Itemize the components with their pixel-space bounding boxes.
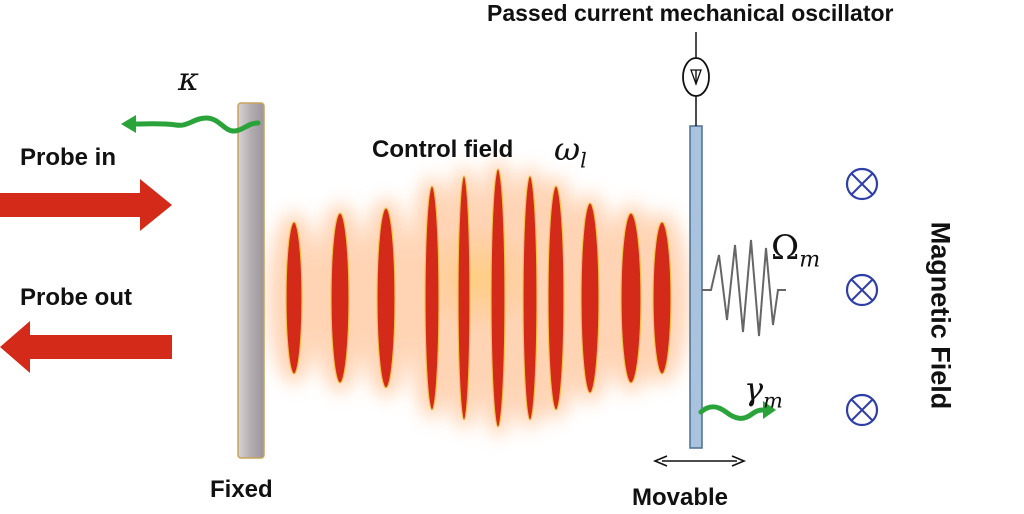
control-field-label: Control field <box>372 136 514 163</box>
probe-in-arrow <box>0 179 172 231</box>
movable-label: Movable <box>632 484 729 511</box>
gamma-m-symbol: γm <box>744 370 783 413</box>
top-title: Passed current mechanical oscillator <box>487 0 894 26</box>
magnetic-field-label: Magnetic Field <box>925 221 956 410</box>
probe-out-label: Probe out <box>20 284 132 311</box>
spring <box>702 239 786 337</box>
wavefront <box>580 202 600 394</box>
movable-double-arrow <box>652 455 747 467</box>
kappa-symbol: κ <box>178 60 199 98</box>
wavefront <box>652 221 672 375</box>
probe-out-arrow <box>0 321 172 373</box>
wavefront <box>424 185 440 411</box>
fixed-label: Fixed <box>210 476 273 503</box>
kappa-decay-arrow <box>121 115 261 134</box>
current-source <box>682 32 710 126</box>
wavefront <box>457 175 471 421</box>
fixed-mirror <box>237 102 265 459</box>
wavefront <box>620 212 642 384</box>
field-into-page-icon <box>845 273 879 307</box>
wavefront <box>330 212 350 384</box>
field-into-page-icon <box>845 393 879 427</box>
omega-l-symbol: ωl <box>554 130 587 173</box>
movable-mirror <box>689 125 703 449</box>
control-field-wavefronts <box>285 168 672 428</box>
Omega-m-symbol: Ωm <box>771 228 821 273</box>
field-into-page-icon <box>845 167 879 201</box>
probe-in-label: Probe in <box>20 144 117 171</box>
wavefront <box>376 207 396 389</box>
magnetic-field-symbols <box>845 167 879 427</box>
wavefront <box>490 168 506 428</box>
wavefront <box>522 175 538 421</box>
gamma-damping-arrow <box>698 401 776 421</box>
wavefront <box>547 185 565 411</box>
wavefront <box>285 221 303 375</box>
